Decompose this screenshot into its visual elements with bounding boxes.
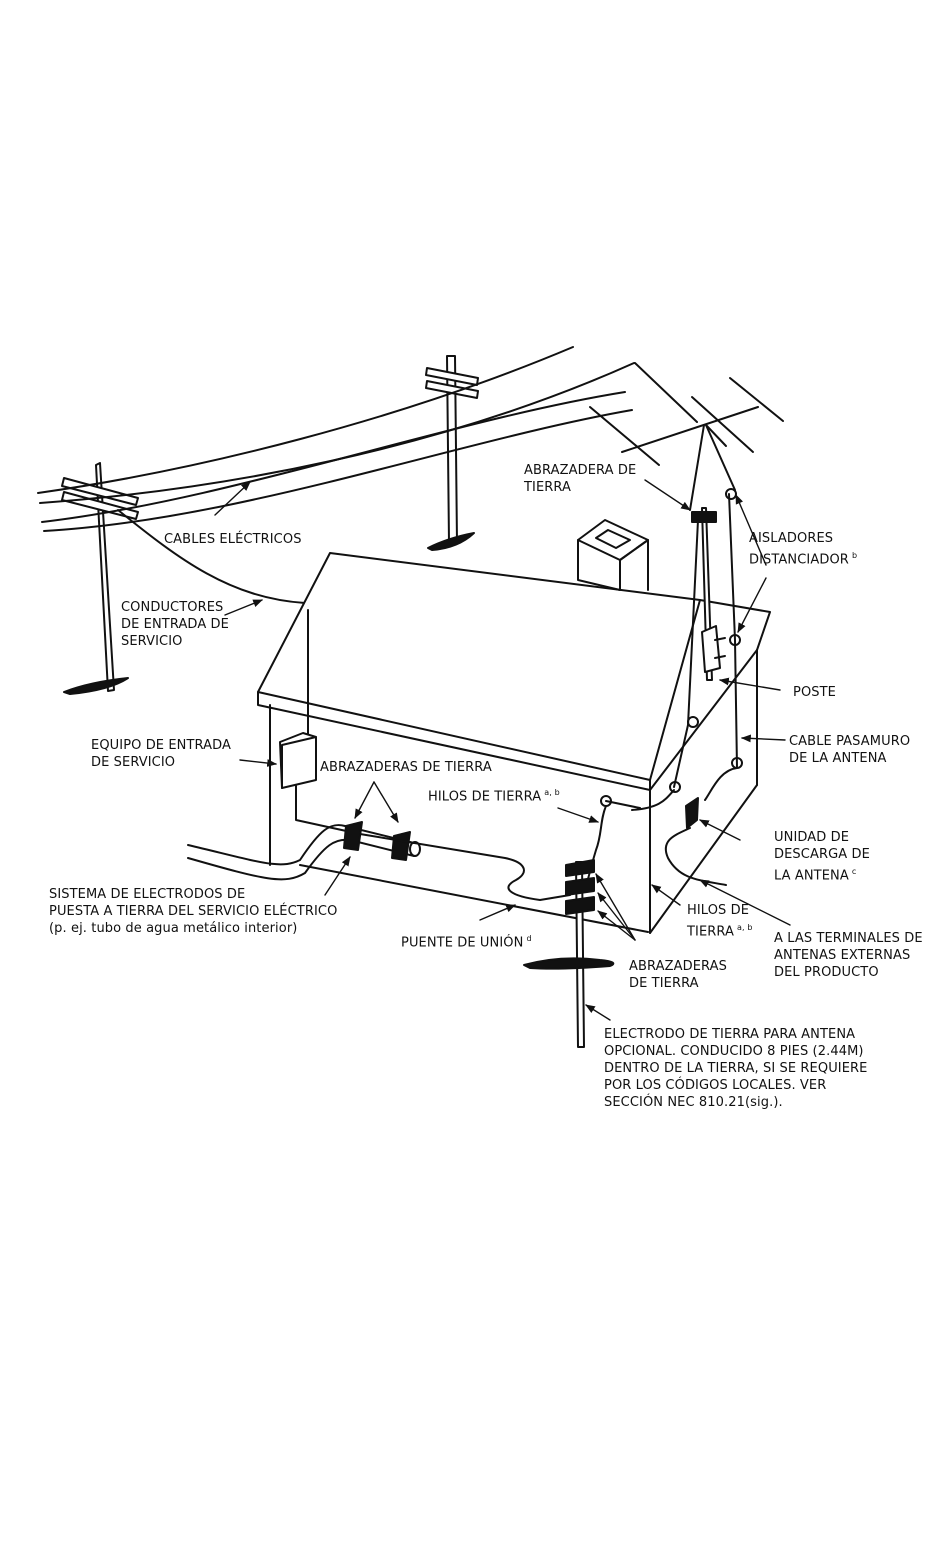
label-conductores-entrada: CONDUCTORES DE ENTRADA DE SERVICIO — [121, 600, 229, 649]
label-abrazaderas-tierra-bottom: ABRAZADERAS DE TIERRA — [629, 959, 727, 991]
label-equipo-entrada: EQUIPO DE ENTRADA DE SERVICIO — [91, 738, 232, 770]
bonding-jumper — [359, 833, 571, 901]
label-sistema-electrodos: SISTEMA DE ELECTRODOS DE PUESTA A TIERRA… — [49, 887, 338, 936]
ground-electrode — [523, 859, 615, 1048]
label-terminales-antenas: A LAS TERMINALES DE ANTENAS EXTERNAS DEL… — [774, 931, 923, 980]
metal-water-pipe — [187, 821, 421, 881]
label-abrazaderas-tierra-top: ABRAZADERAS DE TIERRA — [320, 760, 492, 775]
label-cables-electricos: CABLES ELÉCTRICOS — [164, 532, 302, 547]
house — [257, 519, 771, 934]
power-lines — [37, 346, 635, 604]
label-poste: POSTE — [793, 685, 836, 700]
service-entrance-box — [279, 732, 361, 835]
callout-arrows — [214, 479, 791, 1021]
label-abrazadera-tierra-mast: ABRAZADERA DE TIERRA — [524, 463, 637, 495]
antenna — [584, 362, 784, 891]
label-cable-pasamuro: CABLE PASAMURO DE LA ANTENA — [789, 734, 911, 766]
label-electrodo-tierra: ELECTRODO DE TIERRA PARA ANTENA OPCIONAL… — [604, 1027, 868, 1110]
utility-pole-right — [425, 355, 479, 551]
